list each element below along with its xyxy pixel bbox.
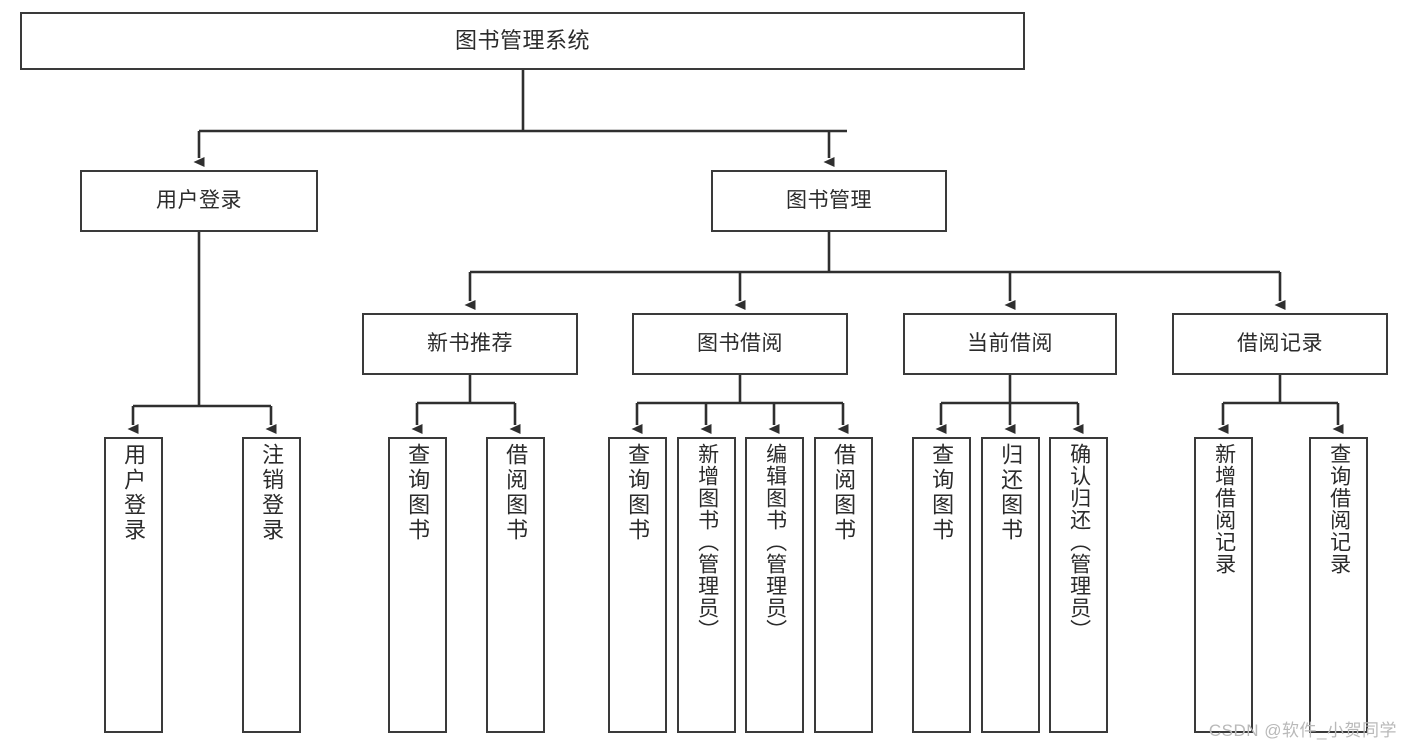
node-label: 新增图书（管理员） [695,443,719,641]
node-label: 用户登录 [121,443,147,543]
node-new-book-recommend[interactable]: 新书推荐 [362,313,578,375]
node-leaf-current-borrow-query[interactable]: 查询图书 [912,437,971,733]
node-label: 编辑图书（管理员） [763,443,787,641]
node-leaf-user-login-logout[interactable]: 注销登录 [242,437,301,733]
node-label: 注销登录 [259,443,285,543]
node-label: 查询图书 [405,443,431,543]
node-leaf-borrow-book-edit[interactable]: 编辑图书（管理员） [745,437,804,733]
node-leaf-current-borrow-return[interactable]: 归还图书 [981,437,1040,733]
node-label: 当前借阅 [967,331,1053,355]
node-leaf-borrow-book-borrow[interactable]: 借阅图书 [814,437,873,733]
node-label: 图书借阅 [697,331,783,355]
node-leaf-borrow-record-query[interactable]: 查询借阅记录 [1309,437,1368,733]
node-label: 确认归还（管理员） [1067,443,1091,641]
node-leaf-borrow-record-add[interactable]: 新增借阅记录 [1194,437,1253,733]
node-label: 查询图书 [929,443,955,543]
node-label: 查询借阅记录 [1327,443,1351,575]
node-leaf-new-book-borrow[interactable]: 借阅图书 [486,437,545,733]
node-label: 图书管理系统 [454,27,590,53]
node-label: 新书推荐 [427,331,513,355]
node-label: 用户登录 [156,188,242,212]
node-label: 归还图书 [998,443,1024,543]
node-root-system[interactable]: 图书管理系统 [20,12,1025,70]
node-leaf-current-borrow-confirm[interactable]: 确认归还（管理员） [1049,437,1108,733]
node-leaf-borrow-book-add[interactable]: 新增图书（管理员） [677,437,736,733]
node-leaf-user-login-login[interactable]: 用户登录 [104,437,163,733]
node-borrow-record[interactable]: 借阅记录 [1172,313,1388,375]
node-label: 图书管理 [786,188,872,212]
node-book-management[interactable]: 图书管理 [711,170,947,232]
node-current-borrow[interactable]: 当前借阅 [903,313,1117,375]
node-label: 借阅记录 [1237,331,1323,355]
node-leaf-borrow-book-query[interactable]: 查询图书 [608,437,667,733]
node-user-login[interactable]: 用户登录 [80,170,318,232]
node-leaf-new-book-query[interactable]: 查询图书 [388,437,447,733]
node-label: 查询图书 [625,443,651,543]
node-label: 新增借阅记录 [1212,443,1236,575]
node-label: 借阅图书 [831,443,857,543]
node-label: 借阅图书 [503,443,529,543]
node-book-borrow[interactable]: 图书借阅 [632,313,848,375]
